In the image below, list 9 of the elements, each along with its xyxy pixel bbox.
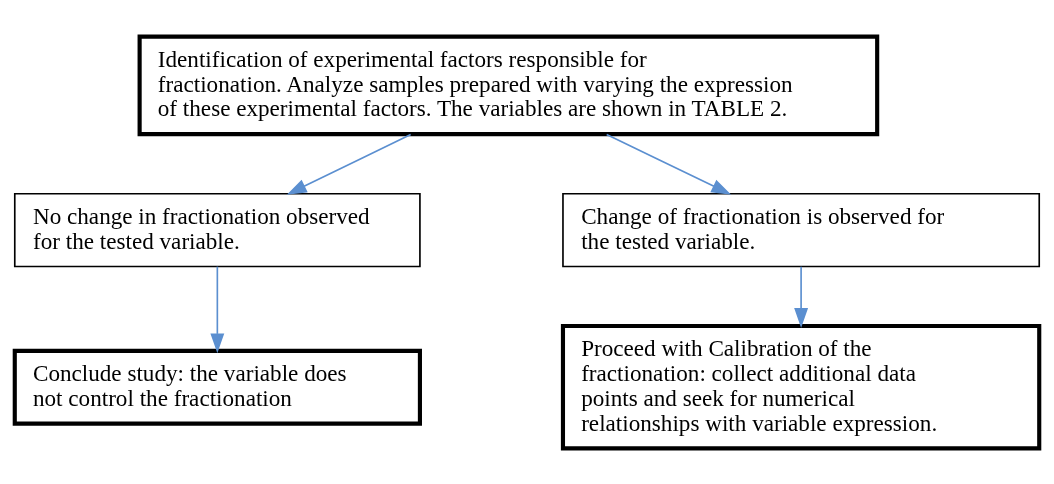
node-box: Proceed with Calibration of the fractionation: collect additional data points and seek for numerical relationships with variable expression. xyxy=(560,323,1042,450)
arrow xyxy=(286,133,412,195)
node-box: No change in fractionation observed for the tested variable. xyxy=(13,192,421,267)
node-box: Change of fractionation is observed for the tested variable. xyxy=(562,192,1041,267)
node-box: Conclude study: the variable does not control the fractionation xyxy=(12,348,422,426)
arrow xyxy=(605,133,732,195)
node-box: Identification of experimental factors responsible for fractionation. Analyze samples prepared with varying the expression of these experimental factors. The variables are shown in TABLE 2. xyxy=(137,34,880,136)
arrow xyxy=(794,265,809,328)
arrow xyxy=(210,265,225,353)
